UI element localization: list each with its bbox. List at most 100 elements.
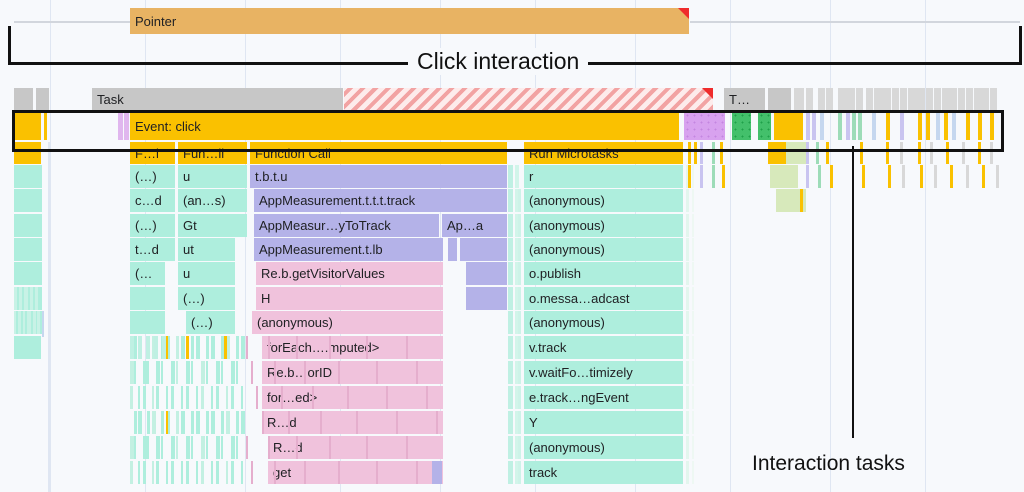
flame-bar-d6-1[interactable]: t…d	[130, 238, 176, 261]
flame-bar-d9-3[interactable]: (anonymous)	[252, 311, 444, 334]
flame-bar-d10-0[interactable]	[14, 336, 42, 359]
flame-bar-d8-3[interactable]: H	[256, 287, 444, 310]
activity-sliver	[14, 287, 17, 310]
flame-bar-d0-1[interactable]	[36, 88, 50, 110]
flame-bar-label: track	[529, 465, 558, 480]
flame-bar-d0-2[interactable]: Task	[92, 88, 344, 110]
microtask-sliver	[826, 142, 829, 164]
flame-bar-d7-3[interactable]: Re.b.getVisitorValues	[256, 262, 444, 285]
flame-bar-d9-4[interactable]: (anonymous)	[524, 311, 684, 334]
activity-sliver	[347, 386, 349, 409]
flame-bar-label: v.track	[529, 340, 567, 355]
activity-sliver	[14, 238, 42, 261]
flame-bar-d0-5[interactable]	[768, 88, 792, 110]
flame-bar-d15-0[interactable]: get	[268, 461, 444, 484]
flame-bar-label: Pointer	[135, 13, 177, 29]
flame-bar-d10-2[interactable]: v.track	[524, 336, 684, 359]
flame-bar-d14-1[interactable]: (anonymous)	[524, 436, 684, 459]
flame-bar-d14-0[interactable]: R…d	[268, 436, 444, 459]
flame-bar-d11-1[interactable]: v.waitFo…timizely	[524, 361, 684, 384]
activity-sliver	[515, 336, 519, 359]
activity-sliver	[201, 361, 205, 384]
flame-bar-d6-5[interactable]	[460, 238, 508, 261]
activity-sliver	[518, 436, 521, 459]
flame-bar-d6-3[interactable]: AppMeasurement.t.lb	[254, 238, 444, 261]
flame-bar-d6-4[interactable]	[448, 238, 458, 261]
flame-bar-d1-3[interactable]	[732, 112, 752, 140]
activity-sliver	[776, 189, 806, 212]
flame-bar-d7-2[interactable]: u	[178, 262, 236, 285]
activity-sliver	[982, 165, 985, 188]
flame-bar-d7-1[interactable]: (…	[130, 262, 166, 285]
flame-bar-d4-2[interactable]: (an…s)	[178, 189, 248, 212]
activity-sliver	[268, 436, 270, 459]
activity-sliver	[934, 165, 937, 188]
activity-sliver	[156, 461, 159, 484]
flame-bar-d0-3[interactable]	[344, 88, 714, 110]
flame-bar-label: ut	[183, 242, 194, 257]
flame-bar-d8-5[interactable]: o.messa…adcast	[524, 287, 684, 310]
flame-bar-label: (an…s)	[183, 193, 226, 208]
flame-bar-d8-1[interactable]	[130, 287, 166, 310]
flame-bar-d12-0[interactable]: for…ed>	[262, 386, 444, 409]
microtask-sliver	[860, 142, 863, 164]
activity-sliver	[216, 361, 220, 384]
flame-bar-d3-4[interactable]: r	[524, 165, 684, 188]
activity-sliver	[206, 436, 208, 459]
flame-bar-d3-2[interactable]: u	[178, 165, 248, 188]
flame-bar-d8-4[interactable]	[466, 287, 508, 310]
activity-sliver	[216, 461, 219, 484]
activity-sliver	[251, 361, 253, 384]
activity-sliver	[692, 461, 694, 484]
activity-sliver	[508, 336, 513, 359]
flame-bar-d1-5[interactable]	[774, 112, 804, 140]
flame-bar-d6-6[interactable]: (anonymous)	[524, 238, 684, 261]
microtask-sliver	[816, 142, 819, 164]
flame-bar-d2-0[interactable]	[14, 142, 42, 164]
activity-sliver	[196, 386, 198, 409]
flame-bar-d0-0[interactable]	[14, 88, 34, 110]
interaction-entry-0[interactable]: Pointer	[130, 8, 690, 34]
flame-bar-d8-2[interactable]: (…)	[178, 287, 236, 310]
activity-sliver	[515, 411, 519, 434]
flame-bar-d1-2[interactable]	[684, 112, 726, 140]
flame-bar-d3-3[interactable]: t.b.t.u	[250, 165, 508, 188]
flame-bar-d5-1[interactable]: (…)	[130, 214, 176, 237]
flame-bar-d7-4[interactable]	[466, 262, 508, 285]
flame-bar-d4-4[interactable]: (anonymous)	[524, 189, 684, 212]
flame-bar-d9-2[interactable]: (…)	[186, 311, 236, 334]
flame-bar-d15-1[interactable]: track	[524, 461, 684, 484]
flame-bar-d10-1[interactable]: forEach….mputed>	[262, 336, 444, 359]
activity-sliver	[130, 361, 134, 384]
flame-bar-d4-3[interactable]: AppMeasurement.t.t.t.track	[254, 189, 508, 212]
flame-bar-d3-1[interactable]: (…)	[130, 165, 176, 188]
activity-sliver	[154, 336, 158, 359]
flame-bar-d11-0[interactable]: Re.b…orID	[262, 361, 444, 384]
activity-sliver	[186, 461, 189, 484]
flame-bar-d1-0[interactable]	[14, 112, 42, 140]
flame-bar-d4-1[interactable]: c…d	[130, 189, 176, 212]
flame-bar-d5-3[interactable]: AppMeasur…yToTrack	[254, 214, 440, 237]
activity-sliver	[134, 436, 136, 459]
activity-sliver	[241, 386, 243, 409]
flame-bar-d1-1[interactable]: Event: click	[130, 112, 680, 140]
activity-sliver	[138, 386, 140, 409]
flame-bar-d5-2[interactable]: Gt	[178, 214, 248, 237]
task-fragment	[958, 88, 965, 110]
flame-bar-d0-4[interactable]: T…	[724, 88, 766, 110]
activity-sliver	[152, 461, 154, 484]
flame-bar-d1-4[interactable]	[758, 112, 772, 140]
flame-bar-d13-1[interactable]: Y	[524, 411, 684, 434]
activity-sliver	[206, 411, 209, 434]
activity-sliver	[692, 238, 694, 261]
event-sliver	[966, 112, 970, 140]
flame-bar-d12-1[interactable]: e.track…ngEvent	[524, 386, 684, 409]
activity-sliver	[508, 361, 513, 384]
flame-bar-d7-5[interactable]: o.publish	[524, 262, 684, 285]
flame-bar-d9-1[interactable]	[130, 311, 166, 334]
flame-bar-d6-2[interactable]: ut	[178, 238, 236, 261]
flame-bar-d5-4[interactable]: Ap…a	[442, 214, 508, 237]
microtask-sliver	[886, 142, 889, 164]
flame-bar-d5-5[interactable]: (anonymous)	[524, 214, 684, 237]
activity-sliver	[236, 436, 238, 459]
